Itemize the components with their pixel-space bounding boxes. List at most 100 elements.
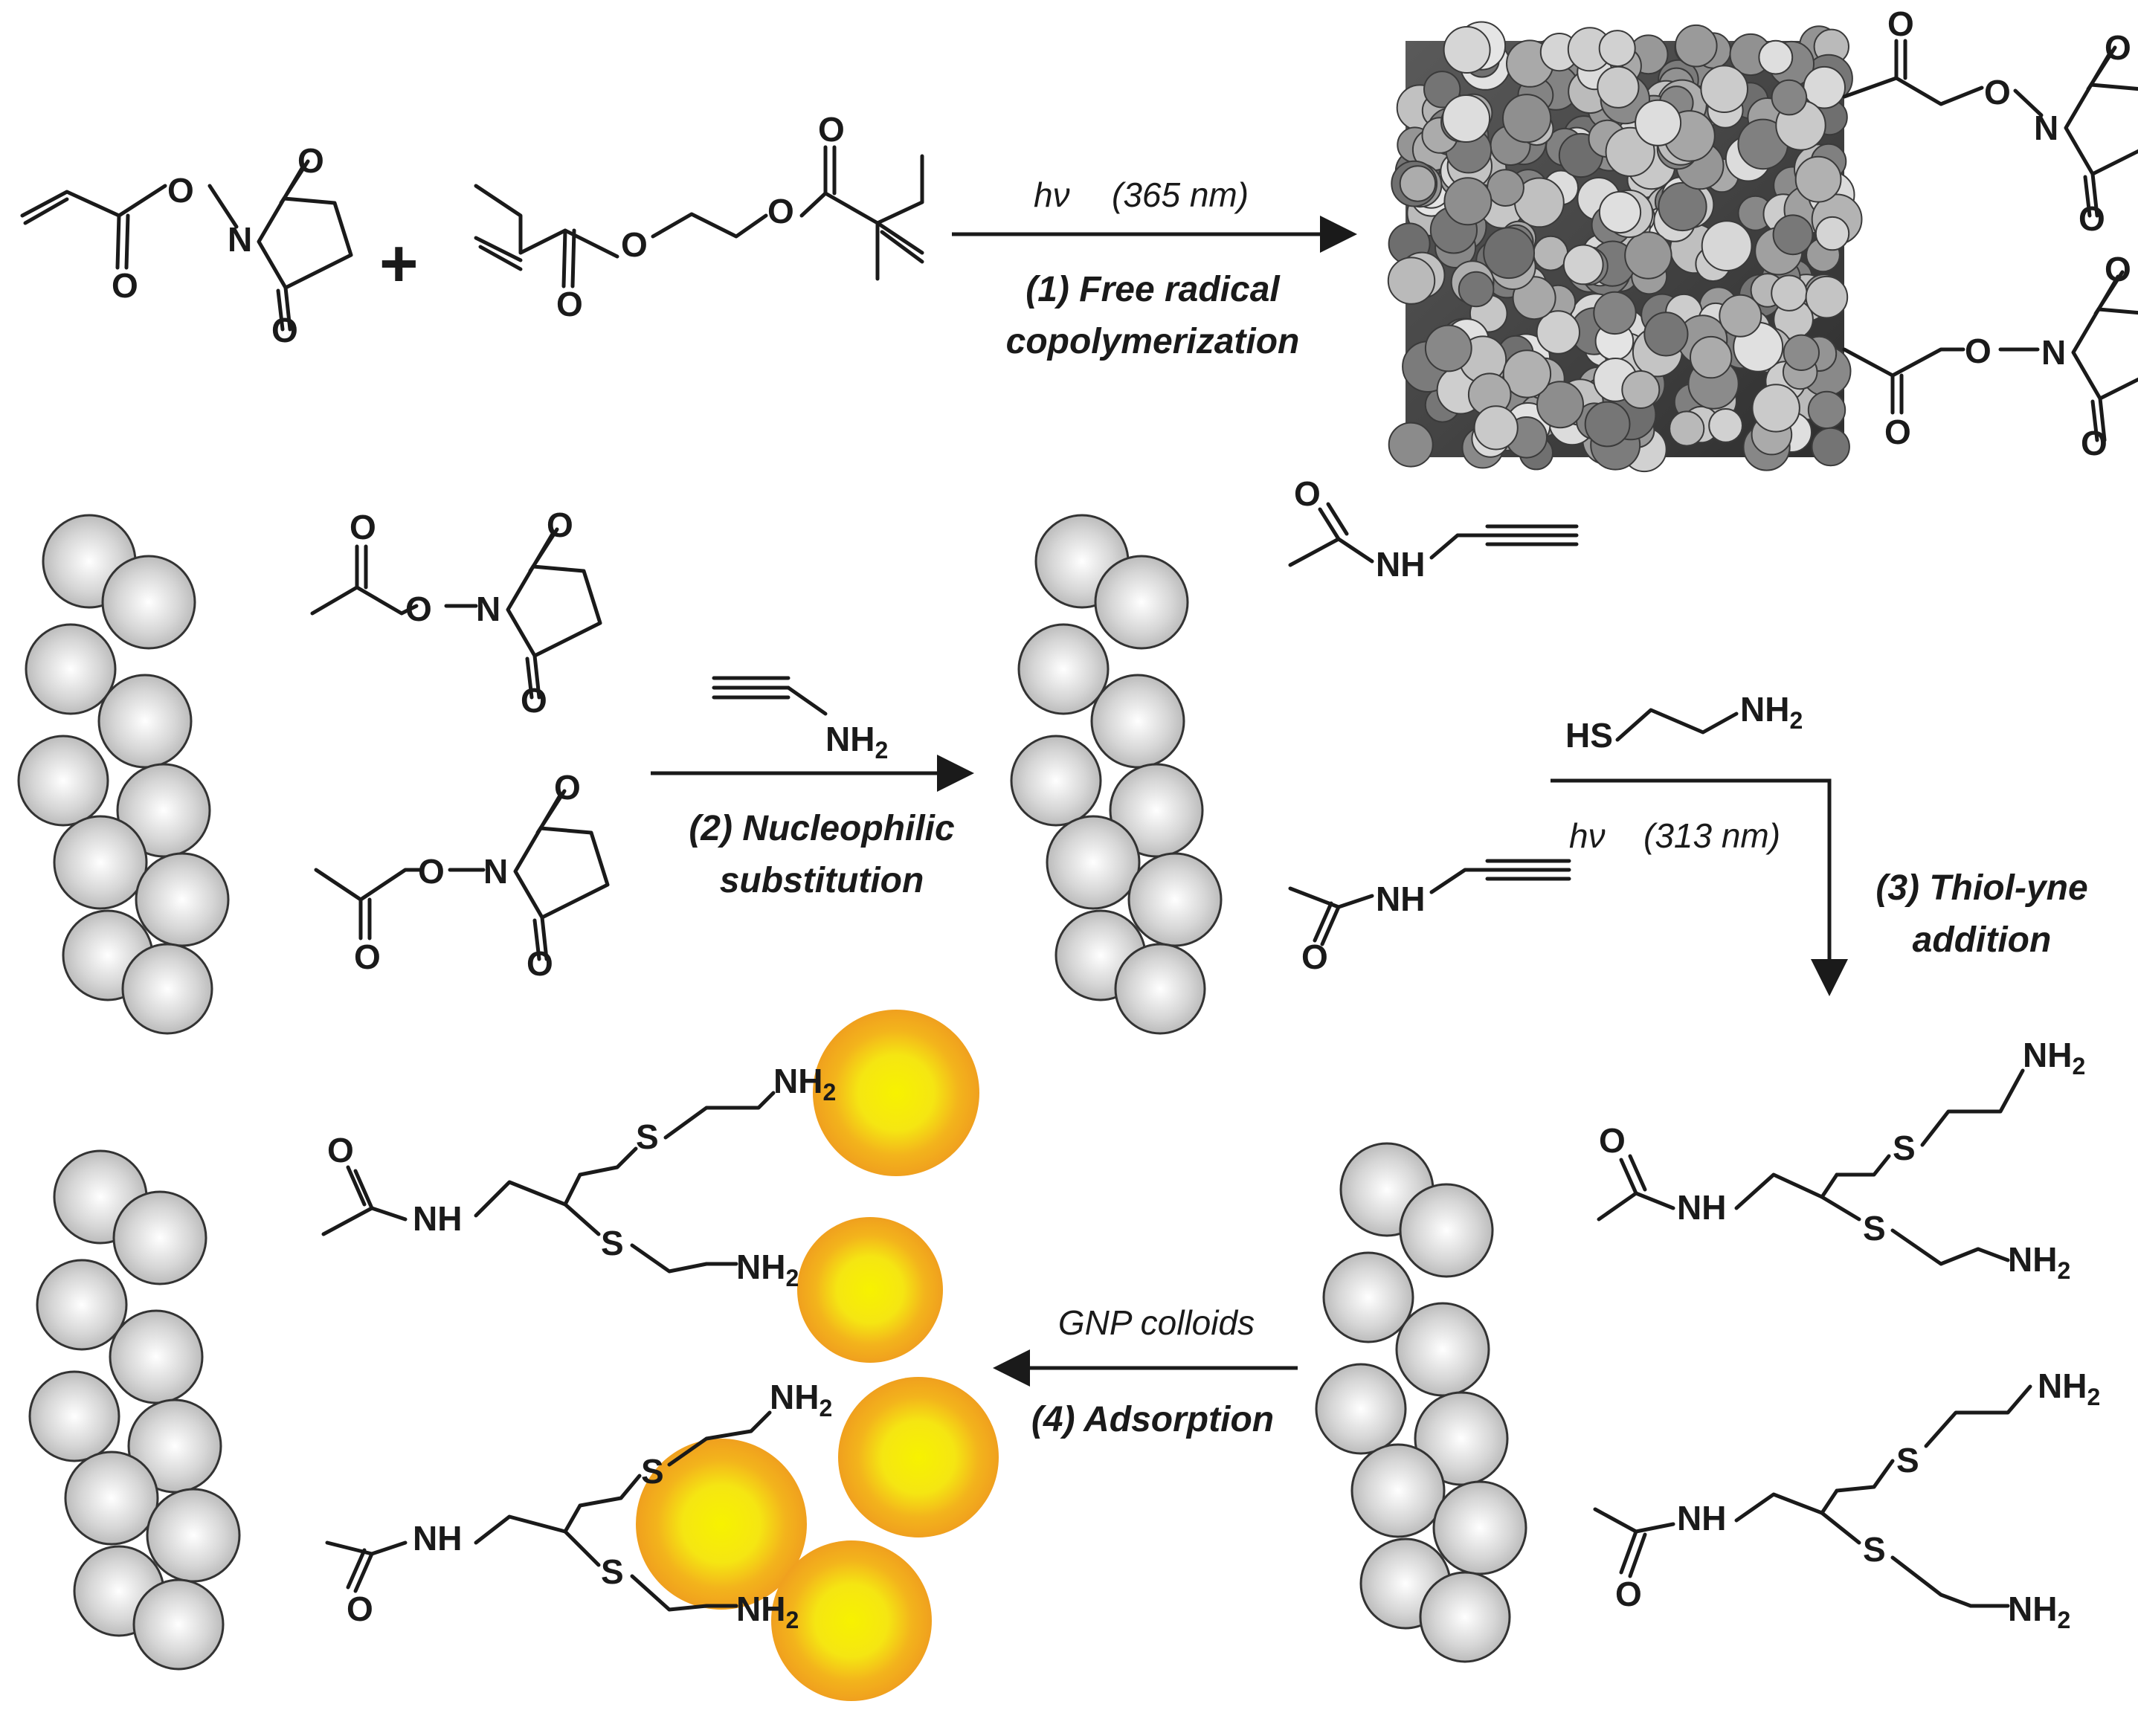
edma-crosslinker: O O O O bbox=[474, 110, 924, 323]
sem-particle bbox=[1458, 271, 1495, 308]
sem-particle bbox=[1635, 99, 1682, 146]
sem-particle bbox=[1700, 65, 1748, 113]
sem-particle bbox=[1387, 256, 1436, 305]
sem-particle bbox=[1624, 231, 1672, 280]
propargylamine-amine: NH2 bbox=[825, 720, 888, 764]
polymer-bead bbox=[1127, 852, 1223, 947]
oxygen-label: O bbox=[1984, 73, 2011, 112]
sem-particle bbox=[1807, 390, 1846, 430]
polymer-bead bbox=[101, 555, 196, 650]
sem-particle bbox=[1643, 312, 1689, 357]
sem-particle bbox=[1701, 220, 1753, 272]
sem-particle bbox=[1533, 235, 1569, 271]
sem-particle bbox=[1442, 94, 1491, 143]
sem-nhs-group-top: O O N O O bbox=[1842, 4, 2138, 238]
oxygen-label: O bbox=[1294, 474, 1321, 513]
amide-label: NH bbox=[1677, 1499, 1726, 1537]
polymer-bead bbox=[135, 852, 230, 947]
sem-micrograph bbox=[1387, 21, 1863, 473]
gold-nanoparticles bbox=[636, 1010, 999, 1701]
gold-nanoparticle bbox=[838, 1377, 999, 1537]
oxygen-label: O bbox=[818, 110, 845, 149]
sulfur-label: S bbox=[1896, 1441, 1919, 1480]
amine-label: NH2 bbox=[2008, 1240, 2070, 1284]
polymer-bead bbox=[121, 943, 213, 1035]
amine-label: NH2 bbox=[736, 1248, 799, 1291]
sem-particle bbox=[1783, 334, 1820, 371]
polymer-bead bbox=[1090, 674, 1185, 769]
oxygen-label: O bbox=[297, 141, 324, 180]
sem-particle bbox=[1584, 401, 1631, 448]
sem-particle bbox=[1794, 155, 1842, 203]
sem-particle bbox=[1719, 294, 1762, 338]
oxygen-label: O bbox=[521, 681, 547, 720]
step-3-label-line2: addition bbox=[1913, 920, 2052, 960]
step-3-label-line1: (3) Thiol-yne bbox=[1875, 868, 2087, 908]
cluster2-alkyne-top: O NH bbox=[1288, 474, 1579, 584]
oxygen-label: O bbox=[418, 852, 445, 891]
oxygen-label: O bbox=[547, 506, 573, 544]
gnp-bead-cluster bbox=[28, 1149, 241, 1671]
oxygen-label: O bbox=[347, 1590, 373, 1628]
amine-label: NH2 bbox=[770, 1378, 832, 1422]
polymer-bead bbox=[1315, 1363, 1407, 1455]
sem-particle bbox=[1399, 165, 1437, 202]
gold-nanoparticle bbox=[771, 1540, 932, 1701]
sem-nhs-group-bottom: O O N O O bbox=[1842, 250, 2138, 462]
sem-particle bbox=[1621, 370, 1661, 409]
sem-particle bbox=[1502, 94, 1552, 143]
step-3-condition-symbol: hν bbox=[1569, 816, 1606, 855]
gold-nanoparticle bbox=[636, 1439, 807, 1610]
oxygen-label: O bbox=[2079, 199, 2105, 238]
polymer-bead bbox=[1350, 1443, 1446, 1538]
polymer-bead bbox=[28, 1370, 120, 1462]
polymer-bead bbox=[1419, 1571, 1511, 1663]
polymer-bead bbox=[109, 1309, 204, 1404]
gold-nanoparticle bbox=[813, 1010, 979, 1176]
step-1-label-line1: (1) Free radical bbox=[1025, 270, 1281, 309]
cluster4-arm-top: O NH S S NH2 NH2 bbox=[321, 1062, 836, 1291]
sem-particle bbox=[1675, 24, 1718, 68]
polymer-bead bbox=[146, 1488, 241, 1583]
sulfur-label: S bbox=[636, 1117, 659, 1156]
step-4-arrow: GNP colloids (4) Adsorption bbox=[993, 1303, 1298, 1439]
sulfur-label: S bbox=[1893, 1129, 1916, 1167]
sulfur-label: S bbox=[601, 1552, 624, 1591]
polymer-bead bbox=[36, 1259, 128, 1351]
step-1-arrow: hν (365 nm) (1) Free radical copolymeriz… bbox=[952, 175, 1357, 361]
step-1-condition-value: (365 nm) bbox=[1112, 175, 1249, 214]
oxygen-label: O bbox=[2105, 250, 2131, 288]
step-1-condition-symbol: hν bbox=[1034, 175, 1070, 214]
oxygen-label: O bbox=[554, 768, 581, 807]
sulfur-label: S bbox=[601, 1224, 624, 1262]
nitrogen-label: N bbox=[228, 220, 252, 259]
oxygen-label: O bbox=[1615, 1575, 1642, 1613]
cluster1-nhs-top: O O N O O bbox=[310, 506, 600, 720]
nitrogen-label: N bbox=[483, 852, 508, 891]
oxygen-label: O bbox=[767, 192, 794, 230]
sem-particle bbox=[1758, 39, 1794, 75]
nhs-bead-cluster bbox=[17, 514, 230, 1035]
polymer-bead bbox=[1395, 1302, 1490, 1397]
amide-label: NH bbox=[1677, 1188, 1726, 1227]
oxygen-label: O bbox=[1301, 938, 1328, 976]
polymer-bead bbox=[17, 735, 109, 827]
amide-label: NH bbox=[1376, 545, 1425, 584]
sem-particle bbox=[1598, 30, 1636, 68]
polymer-bead bbox=[132, 1578, 225, 1671]
polymer-bead bbox=[1017, 623, 1110, 715]
oxygen-label: O bbox=[2105, 28, 2131, 67]
step-1-label-line2: copolymerization bbox=[1006, 322, 1300, 361]
sem-particle bbox=[1473, 405, 1519, 451]
cluster1-nhs-bottom: O O N O O bbox=[314, 768, 608, 983]
step-2-arrow: NH2 (2) Nucleophilic substitution bbox=[651, 676, 974, 900]
oxygen-label: O bbox=[350, 508, 376, 546]
polymer-bead bbox=[1010, 735, 1102, 827]
oxygen-label: O bbox=[112, 266, 138, 305]
sem-particle bbox=[1388, 422, 1434, 468]
sulfur-label: S bbox=[1863, 1209, 1886, 1248]
amine-label: NH2 bbox=[736, 1590, 799, 1633]
sem-particle bbox=[1562, 244, 1604, 285]
oxygen-label: O bbox=[2081, 424, 2108, 462]
